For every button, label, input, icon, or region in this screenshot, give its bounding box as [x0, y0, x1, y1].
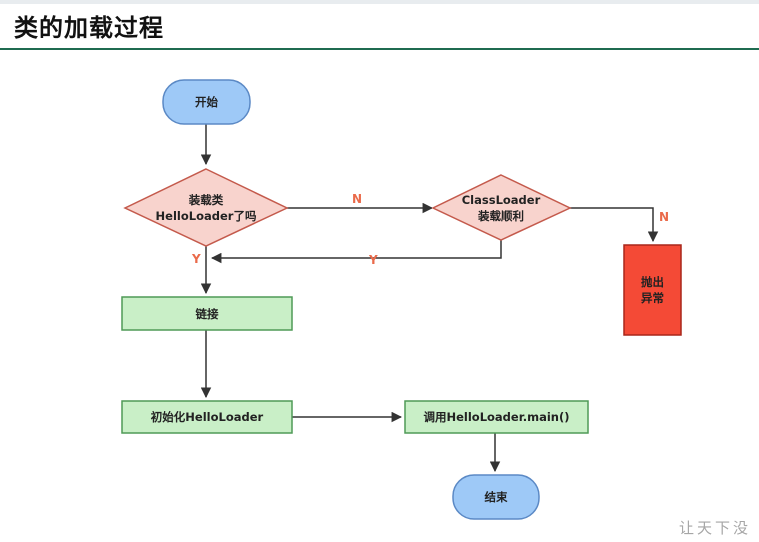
header-top-band: [0, 0, 759, 4]
link-node-label: 链接: [196, 307, 219, 321]
decision-class-loaded: 装载类 HelloLoader了吗: [123, 168, 289, 247]
start-node: 开始: [162, 79, 251, 125]
throw-exception-line1: 抛出: [641, 275, 664, 289]
link-node: 链接: [121, 296, 293, 331]
start-node-label: 开始: [195, 95, 218, 109]
edge-label-loaded-no: N: [352, 192, 362, 206]
end-node: 结束: [452, 474, 540, 520]
edge-classloader-yes-to-main-line: [210, 240, 502, 264]
call-main-node: 调用HelloLoader.main(): [404, 400, 589, 434]
decision-class-loaded-line2: HelloLoader了吗: [156, 209, 257, 223]
decision-class-loaded-line1: 装载类: [188, 193, 224, 207]
edge-classloader-no-to-exception: [570, 207, 659, 243]
throw-exception-node: 抛出 异常: [623, 244, 682, 336]
page-title: 类的加载过程: [14, 14, 164, 42]
decision-classloader-line1: ClassLoader: [462, 193, 541, 207]
end-node-label: 结束: [484, 490, 508, 504]
slide-header: 类的加载过程: [0, 0, 759, 50]
init-node: 初始化HelloLoader: [121, 400, 293, 434]
watermark-text: 让天下没: [678, 519, 751, 537]
edge-label-classloader-no: N: [659, 210, 669, 224]
init-node-label: 初始化HelloLoader: [151, 410, 264, 424]
edge-label-loaded-yes: Y: [191, 252, 201, 266]
throw-exception-line2: 异常: [641, 291, 664, 305]
decision-classloader-ok: ClassLoader 装载顺利: [431, 174, 572, 241]
decision-classloader-line2: 装载顺利: [477, 209, 524, 223]
call-main-node-label: 调用HelloLoader.main(): [423, 410, 569, 424]
edge-label-classloader-yes: Y: [368, 253, 378, 267]
